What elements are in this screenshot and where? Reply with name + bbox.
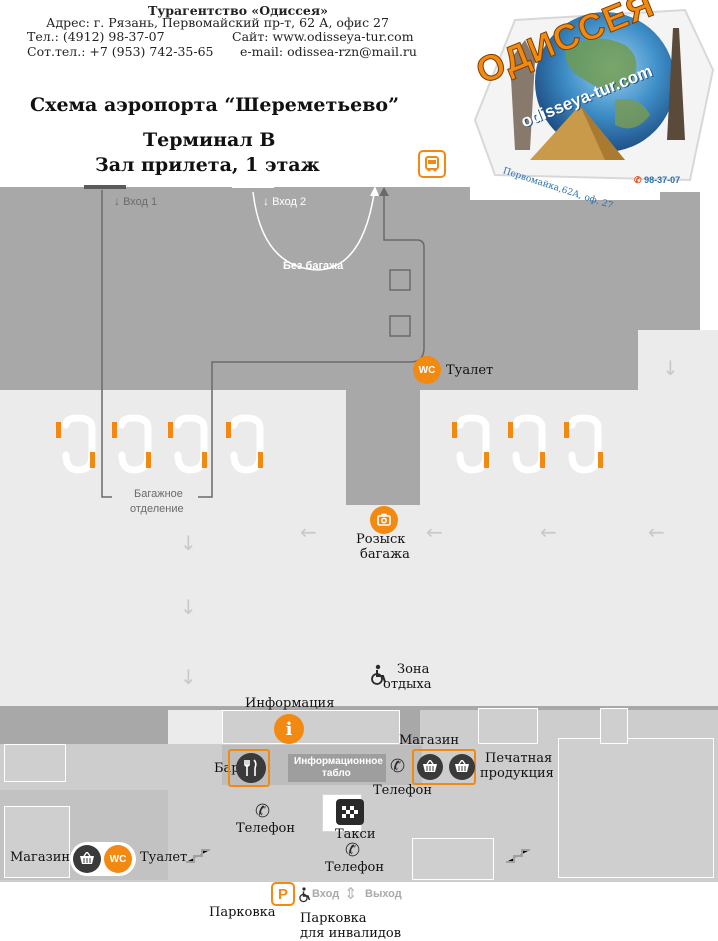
exit-label: Выход bbox=[365, 888, 402, 900]
information-desk bbox=[222, 710, 400, 744]
shopping-basket-icon bbox=[73, 845, 101, 873]
entry-exit-arrows-icon: ⇕ bbox=[344, 884, 358, 903]
kiosk-top-right bbox=[600, 708, 628, 744]
bus-icon bbox=[418, 150, 446, 178]
shop-left-label: Магазин bbox=[10, 850, 71, 865]
shopping-basket-icon bbox=[417, 754, 443, 780]
info-icon: i bbox=[274, 714, 304, 744]
airport-title: Схема аэропорта “Шереметьево” bbox=[30, 94, 400, 116]
lost-baggage-icon bbox=[370, 506, 398, 534]
cutlery-icon bbox=[236, 753, 266, 783]
kiosk-bottom bbox=[412, 838, 494, 880]
agency-email: e-mail: odissea-rzn@mail.ru bbox=[240, 44, 417, 59]
parking-icon: P bbox=[271, 882, 295, 906]
phone-left-label: Телефон bbox=[236, 821, 295, 836]
shop-press-box bbox=[412, 749, 476, 785]
bar-label: Бар bbox=[214, 761, 240, 776]
building-block-right bbox=[558, 738, 714, 878]
wc-icon: WC bbox=[104, 845, 132, 873]
agency-site: Сайт: www.odisseya-tur.com bbox=[232, 29, 414, 44]
entry-label: Вход bbox=[312, 888, 340, 900]
wheelchair-icon bbox=[298, 887, 312, 903]
agency-mobile: Сот.тел.: +7 (953) 742-35-65 bbox=[27, 44, 214, 59]
terminal-title: Терминал B bbox=[143, 129, 276, 151]
press-label-1: Печатная bbox=[485, 751, 553, 766]
hall-title: Зал прилета, 1 этаж bbox=[95, 154, 320, 176]
kiosk-top-mid bbox=[478, 708, 538, 744]
entrance-1-label: ↓ Вход 1 bbox=[114, 194, 158, 209]
logo-phone: ✆ 98-37-07 bbox=[634, 175, 681, 185]
wheelchair-icon bbox=[368, 664, 390, 686]
baggage-hall-label-2: отделение bbox=[130, 503, 184, 515]
shop-block-left bbox=[4, 806, 70, 878]
phone-icon: ✆ bbox=[255, 801, 271, 822]
wc-icon: WC bbox=[413, 356, 441, 384]
arrow-down-icon: ↓ bbox=[180, 665, 197, 689]
info-board bbox=[288, 754, 386, 782]
info-board-label-1: Информационное bbox=[294, 756, 383, 767]
rest-zone-label-2: отдыха bbox=[383, 677, 432, 692]
kiosk-left bbox=[4, 744, 66, 782]
parking-disabled-label-1: Парковка bbox=[300, 911, 367, 926]
rest-zone-label-1: Зона bbox=[397, 662, 430, 677]
parking-disabled-label-2: для инвалидов bbox=[300, 926, 402, 941]
arrow-left-icon: ← bbox=[540, 520, 557, 544]
shop-right-label: Магазин bbox=[399, 733, 460, 748]
baggage-search-label-2: багажа bbox=[360, 547, 410, 562]
no-baggage-label: Без багажа bbox=[283, 260, 344, 272]
arrow-down-icon: ↓ bbox=[662, 356, 679, 380]
phone-icon: ✆ bbox=[345, 840, 361, 861]
phone-icon: ✆ bbox=[390, 756, 406, 777]
baggage-search-label-1: Розыск bbox=[356, 532, 406, 547]
parking-label: Парковка bbox=[209, 905, 276, 920]
toilet-bottom-label: Туалет bbox=[140, 850, 188, 865]
shopping-basket-icon bbox=[449, 754, 475, 780]
phone-right-label: Телефон bbox=[373, 783, 432, 798]
arrow-down-icon: ↓ bbox=[180, 595, 197, 619]
entrance-2-label: ↓ Вход 2 bbox=[263, 194, 307, 209]
agency-address: Адрес: г. Рязань, Первомайский пр-т, 62 … bbox=[46, 15, 389, 30]
agency-name: Турагентство «Одиссея» bbox=[148, 3, 328, 18]
taxi-icon bbox=[336, 799, 364, 825]
press-label-2: продукция bbox=[480, 766, 554, 781]
agency-phone: Тел.: (4912) 98-37-07 bbox=[27, 29, 165, 44]
arrow-left-icon: ← bbox=[648, 520, 665, 544]
information-label: Информация bbox=[245, 696, 335, 711]
info-board-label-2: табло bbox=[322, 768, 351, 779]
bar-box bbox=[228, 749, 270, 787]
arrow-down-icon: ↓ bbox=[180, 531, 197, 555]
arrow-left-icon: ← bbox=[300, 520, 317, 544]
baggage-hall-label-1: Багажное bbox=[134, 488, 183, 500]
arrow-left-icon: ← bbox=[426, 520, 443, 544]
toilet-top-label: Туалет bbox=[446, 363, 494, 378]
agency-logo bbox=[455, 0, 718, 195]
phone-bottom-label: Телефон bbox=[325, 860, 384, 875]
taxi-label: Такси bbox=[335, 827, 376, 842]
